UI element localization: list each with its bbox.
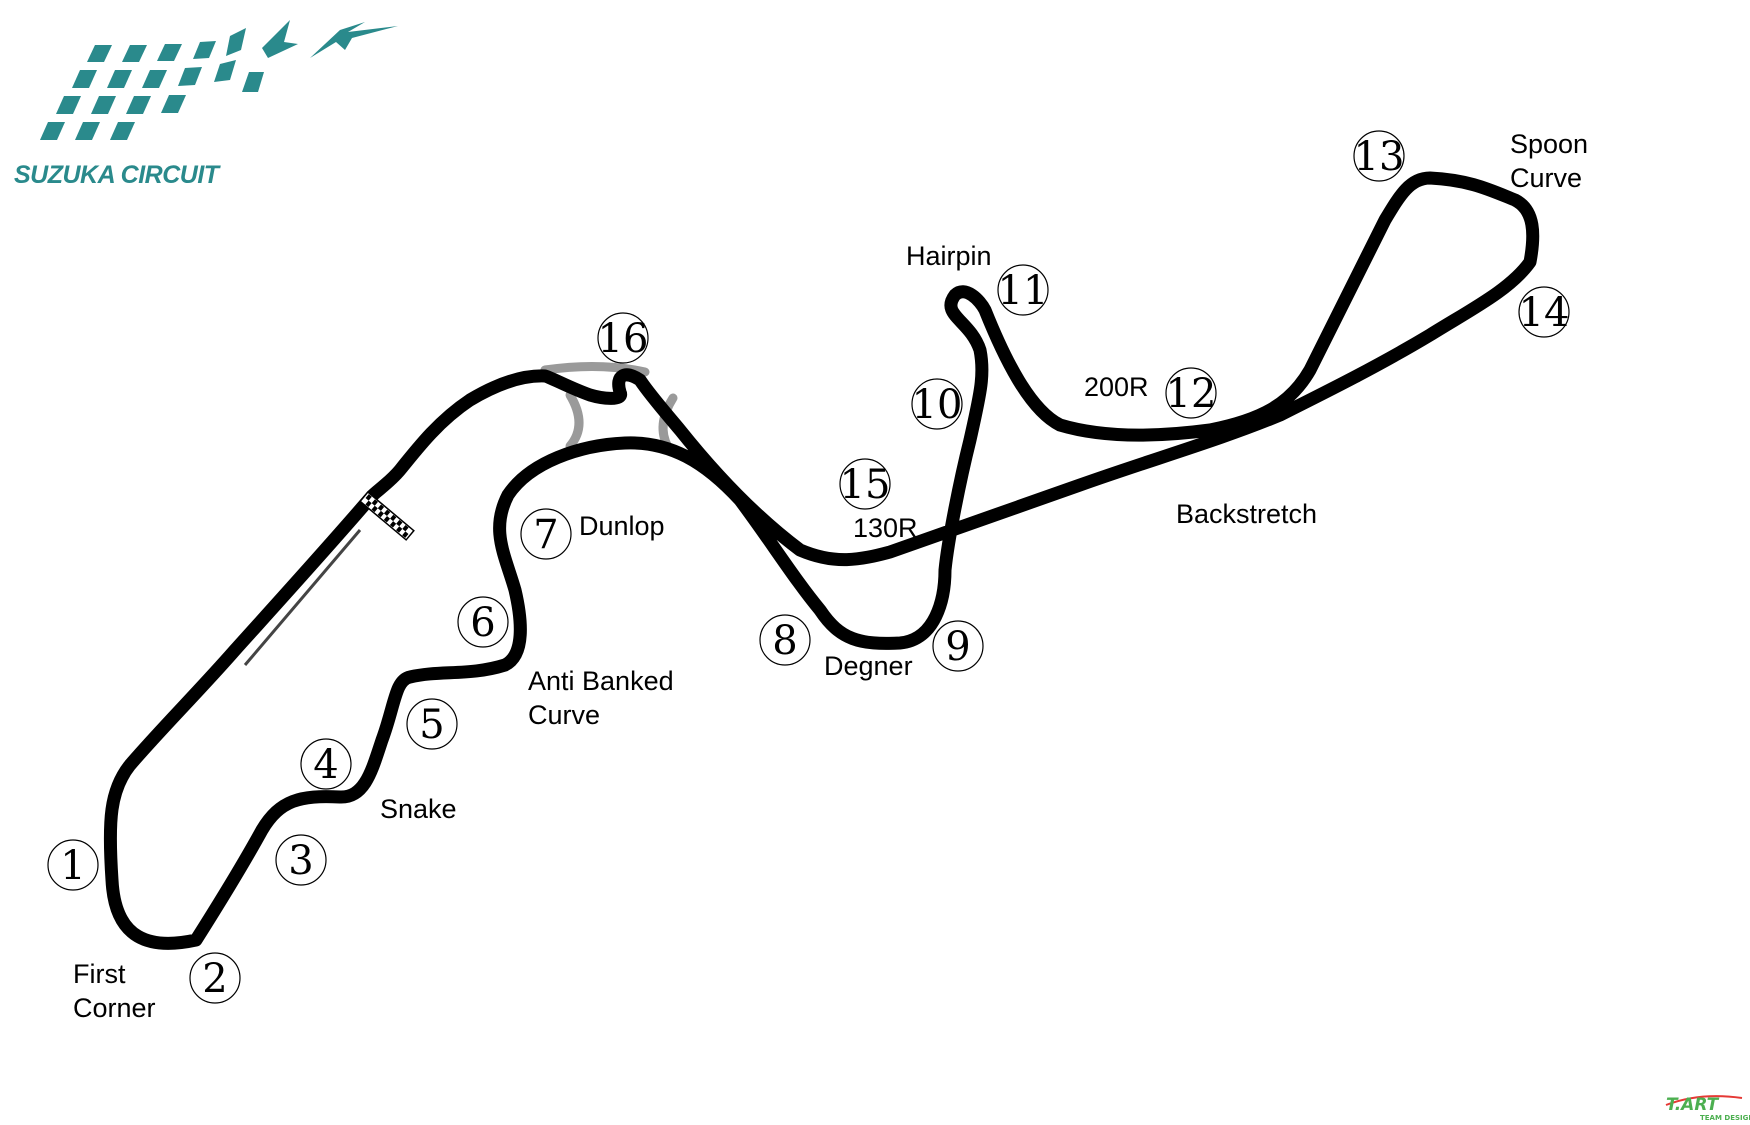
- turn-marker-4: 4: [300, 738, 352, 790]
- turn-number: 4: [313, 742, 338, 788]
- corner-labels: First Corner Snake Anti Banked Curve Dun…: [73, 129, 1588, 1023]
- turn-number: 2: [202, 956, 227, 1002]
- label-dunlop: Dunlop: [579, 511, 665, 541]
- turn-marker-9: 9: [932, 620, 984, 672]
- label-200r: 200R: [1084, 372, 1149, 402]
- turn-number: 10: [912, 382, 963, 428]
- turn-number: 16: [598, 316, 649, 362]
- track-outline: [103, 171, 1540, 950]
- turn-number: 8: [772, 618, 797, 664]
- label-degner: Degner: [824, 651, 913, 681]
- turn-number: 1: [60, 843, 85, 889]
- credit-text: T.ART: [1666, 1095, 1720, 1115]
- turn-marker-10: 10: [911, 378, 963, 430]
- logo-text: SUZUKA CIRCUIT: [14, 161, 222, 189]
- credit-logo: T.ART TEAM DESIGN: [1665, 1095, 1750, 1122]
- label-anti-banked: Anti Banked: [528, 666, 674, 696]
- turn-marker-15: 15: [839, 458, 891, 510]
- label-first-corner-line2: Corner: [73, 993, 156, 1023]
- turn-number: 15: [840, 462, 891, 508]
- label-hairpin: Hairpin: [906, 241, 992, 271]
- turn-marker-11: 11: [997, 264, 1049, 316]
- label-anti-banked-line2: Curve: [528, 700, 600, 730]
- turn-marker-7: 7: [520, 508, 572, 560]
- turn-number: 3: [288, 838, 313, 884]
- turn-markers: 1 2 3 4 5 6 7 8 9 10 11 12 13 14 15 16: [47, 130, 1570, 1004]
- turn-marker-5: 5: [406, 698, 458, 750]
- suzuka-logo: SUZUKA CIRCUIT: [14, 20, 398, 189]
- turn-marker-3: 3: [275, 834, 327, 886]
- turn-number: 6: [470, 600, 495, 646]
- turn-number: 14: [1519, 290, 1570, 336]
- turn-number: 5: [419, 702, 444, 748]
- turn-number: 9: [945, 624, 970, 670]
- turn-marker-14: 14: [1518, 286, 1570, 338]
- turn-marker-13: 13: [1353, 130, 1405, 182]
- turn-marker-2: 2: [189, 952, 241, 1004]
- label-snake: Snake: [380, 794, 457, 824]
- credit-swoosh-icon: [1665, 1095, 1743, 1106]
- turn-marker-16: 16: [597, 312, 649, 364]
- label-first-corner: First: [73, 959, 126, 989]
- label-spoon-line2: Curve: [1510, 163, 1582, 193]
- turn-marker-1: 1: [47, 839, 99, 891]
- turn-number: 12: [1166, 371, 1217, 417]
- checkered-flag-icon: [40, 20, 398, 140]
- label-spoon: Spoon: [1510, 129, 1588, 159]
- start-finish-line: [359, 491, 415, 541]
- pit-lane: [243, 529, 362, 666]
- turn-marker-12: 12: [1165, 367, 1217, 419]
- label-backstretch: Backstretch: [1176, 499, 1317, 529]
- label-130r: 130R: [853, 513, 918, 543]
- credit-subtext: TEAM DESIGN: [1700, 1114, 1750, 1122]
- turn-number: 11: [998, 268, 1049, 314]
- turn-number: 7: [533, 512, 558, 558]
- turn-number: 13: [1354, 134, 1405, 180]
- turn-marker-8: 8: [759, 614, 811, 666]
- turn-marker-6: 6: [457, 596, 509, 648]
